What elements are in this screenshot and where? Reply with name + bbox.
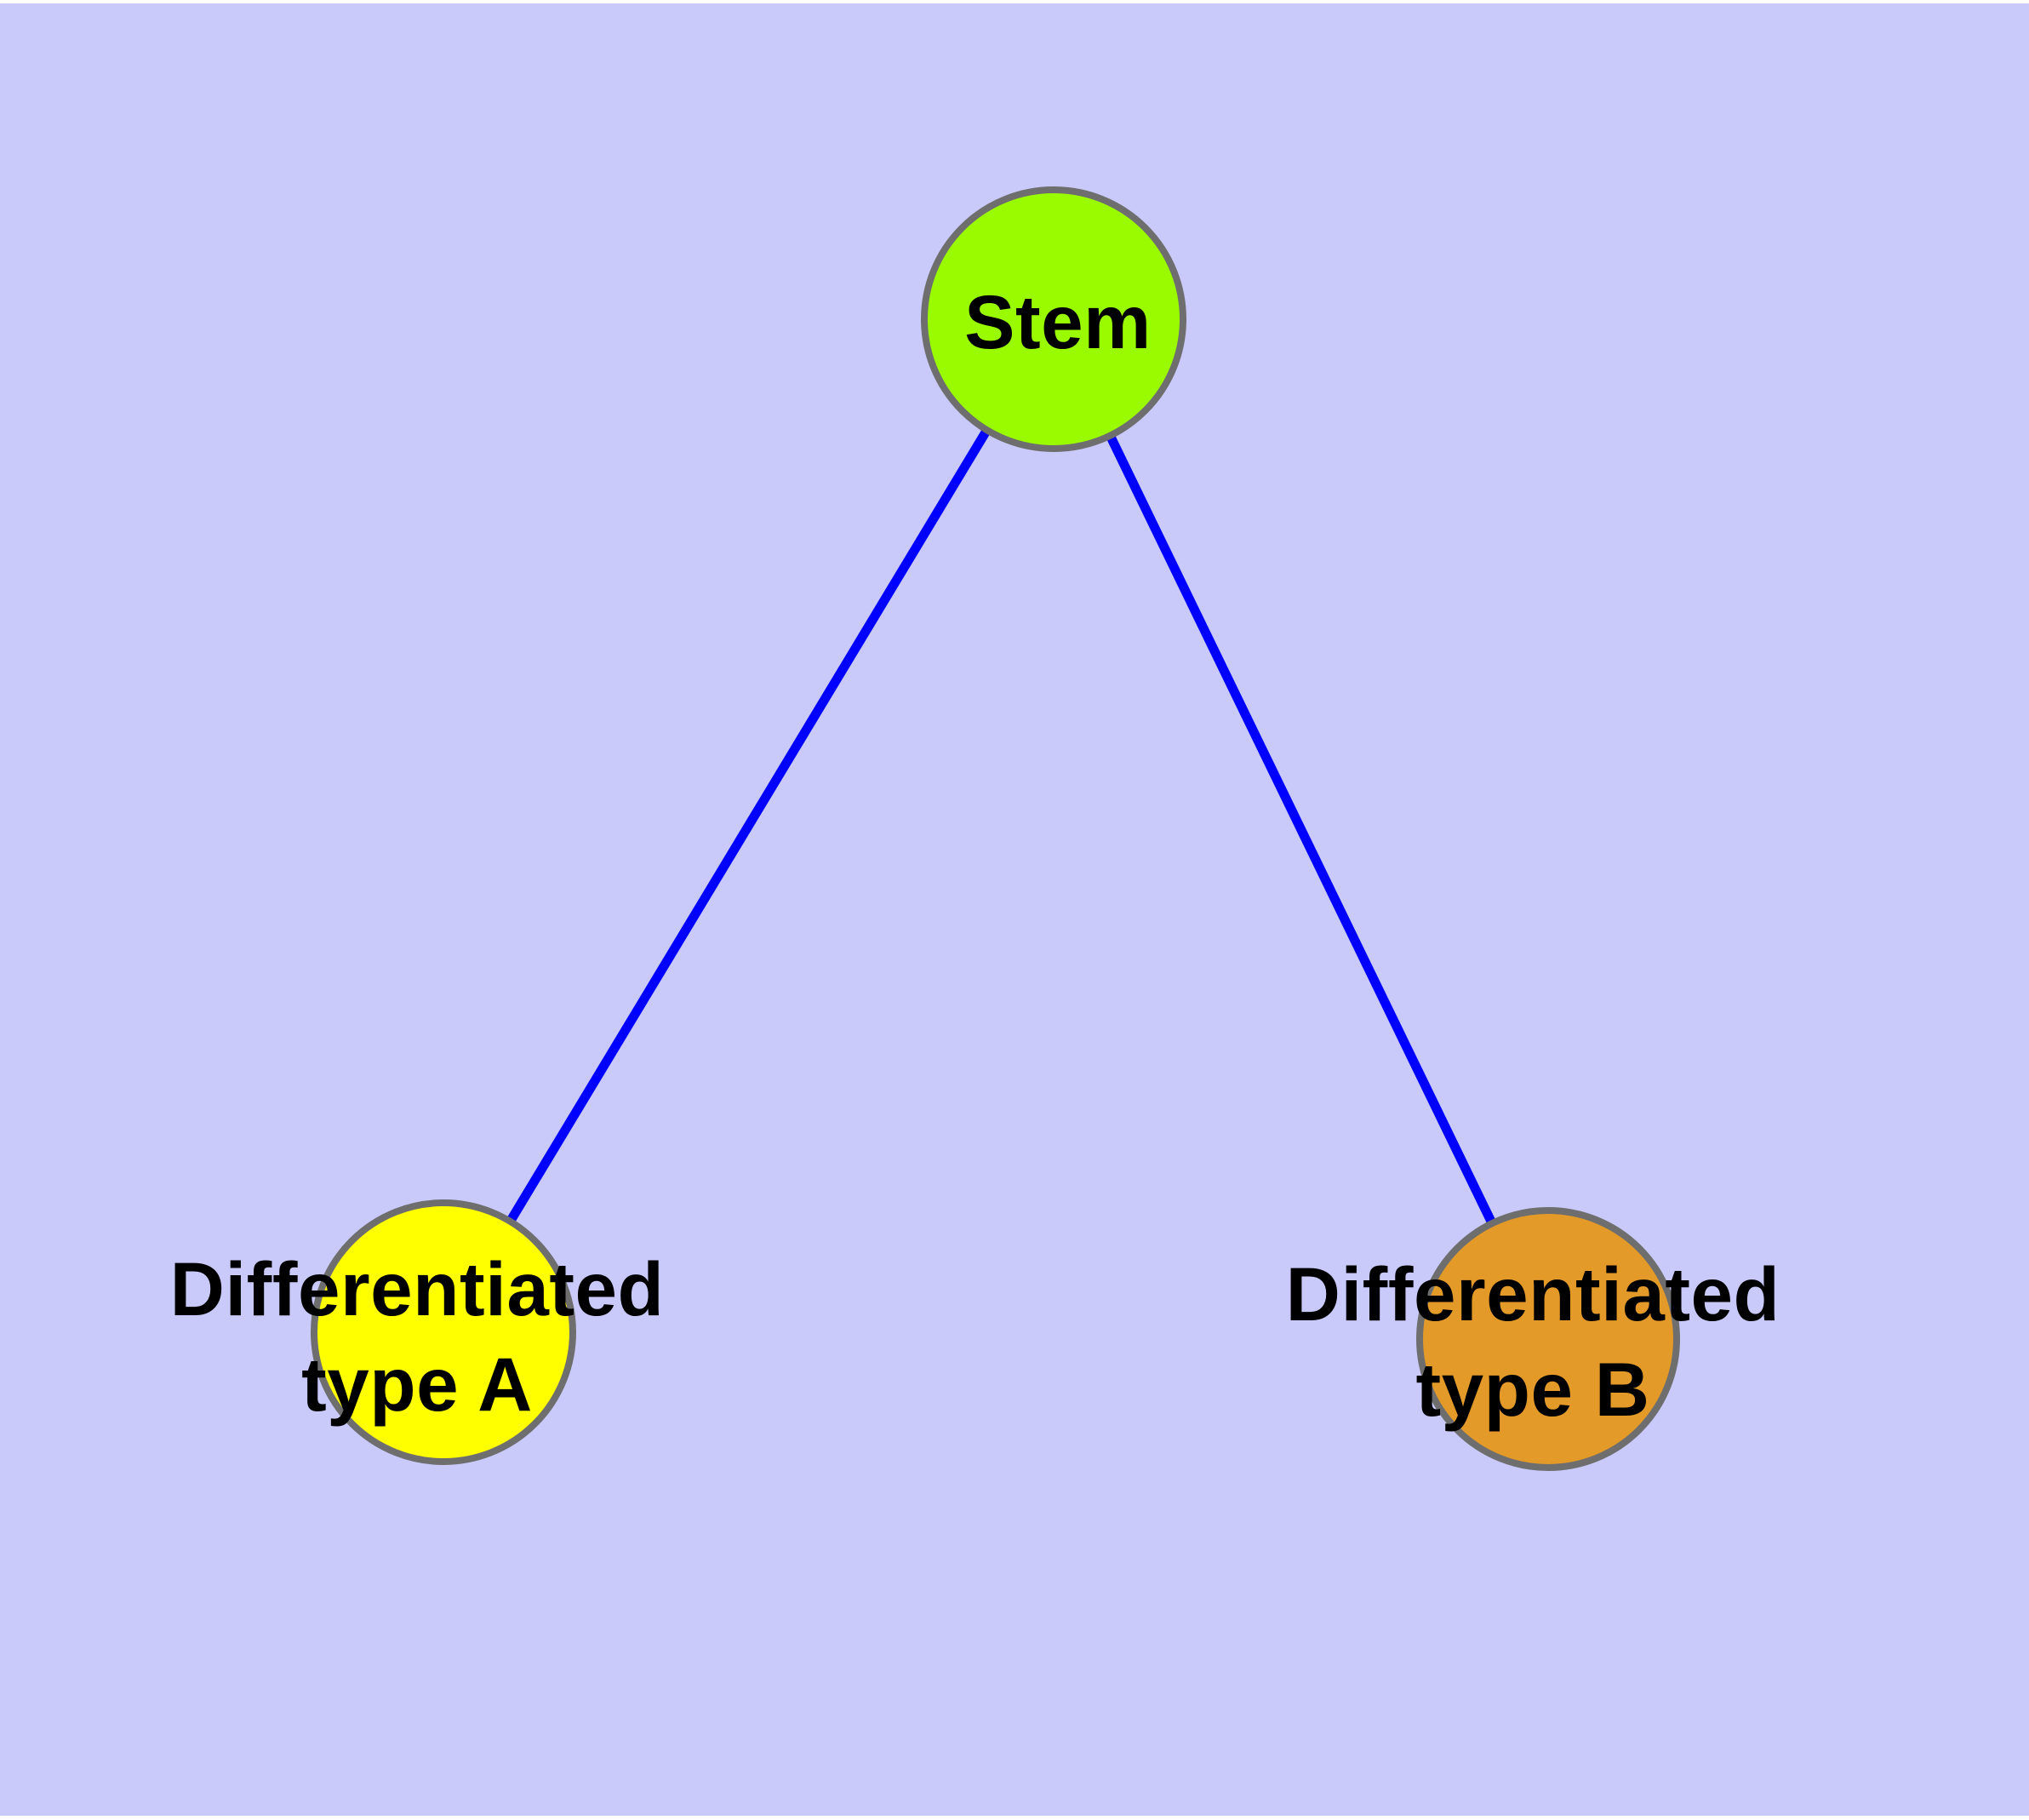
- graph-svg: [311, 186, 1680, 1471]
- node-label-line: Differentiated: [169, 1246, 665, 1331]
- node-label-stem: Stem: [964, 279, 1152, 364]
- node-label-line: type B: [1415, 1347, 1650, 1432]
- node-label-line: type A: [301, 1342, 533, 1427]
- node-label-differentiated-type-a: Differentiated type A: [170, 1241, 665, 1432]
- node-differentiated-type-a: [311, 1199, 576, 1465]
- node-differentiated-type-b: [1416, 1207, 1680, 1471]
- edge-stem-to-type-b: [1049, 317, 1552, 1342]
- node-stem: [921, 186, 1186, 452]
- node-label-line: Differentiated: [1285, 1251, 1780, 1336]
- diagram-canvas: Stem Differentiated type A Differentiate…: [0, 3, 2029, 1816]
- node-label-differentiated-type-b: Differentiated type B: [1286, 1246, 1780, 1437]
- edge-stem-to-type-a: [439, 317, 1058, 1335]
